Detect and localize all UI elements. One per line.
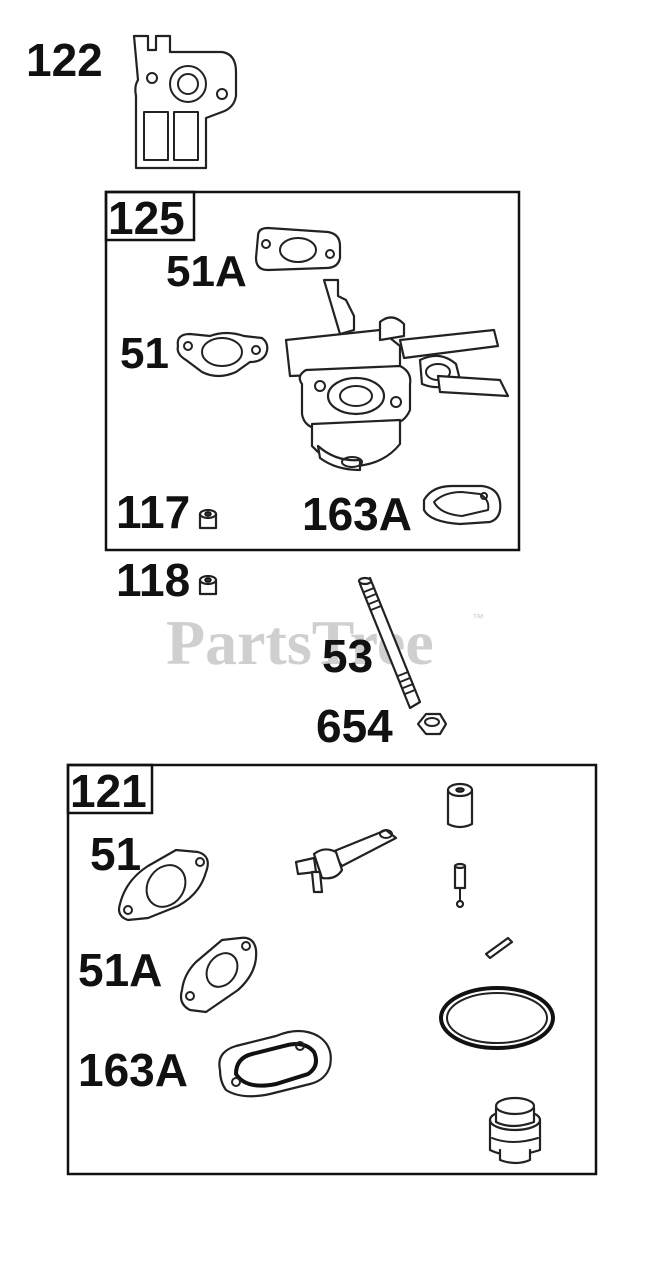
stud-53-part[interactable]	[357, 576, 422, 710]
label-117[interactable]: 117	[116, 486, 190, 538]
gasket-51A-bottom-part[interactable]	[179, 936, 258, 1014]
gasket-51-bottom-part[interactable]	[117, 848, 209, 922]
choke-lever-part[interactable]	[294, 828, 398, 894]
gasket-51A-top-part[interactable]	[254, 226, 342, 272]
kit-121-label-box	[66, 763, 154, 815]
gasket-163A-top-part[interactable]	[422, 484, 502, 526]
label-118[interactable]: 118	[116, 554, 190, 606]
label-51A-bottom[interactable]: 51A	[78, 944, 162, 996]
label-163A-top[interactable]: 163A	[302, 488, 412, 540]
label-122[interactable]: 122	[26, 34, 103, 86]
bracket-122-part[interactable]	[132, 34, 238, 170]
label-121[interactable]: 121	[70, 765, 147, 817]
label-163A-bottom[interactable]: 163A	[78, 1044, 188, 1096]
gasket-163A-bottom-part[interactable]	[218, 1029, 332, 1098]
bowl-o-ring-part[interactable]	[439, 986, 555, 1050]
gasket-51-top-part[interactable]	[176, 331, 269, 378]
jet-117-part[interactable]	[198, 508, 218, 530]
float-cap-part[interactable]	[446, 782, 474, 829]
watermark-trademark: ™	[472, 611, 484, 625]
label-654[interactable]: 654	[316, 700, 393, 752]
float-pin-part[interactable]	[484, 936, 514, 960]
bowl-nut-part[interactable]	[488, 1096, 542, 1165]
label-51A-top[interactable]: 51A	[166, 247, 247, 296]
jet-118-part[interactable]	[198, 574, 218, 596]
kit-125-box	[104, 190, 521, 552]
needle-valve-part[interactable]	[453, 862, 467, 909]
kit-125-label-box	[104, 190, 196, 242]
kit-121-box	[66, 763, 598, 1176]
carburetor-assembly-part[interactable]	[284, 278, 510, 472]
label-125[interactable]: 125	[108, 192, 185, 244]
nut-654-part[interactable]	[416, 712, 448, 736]
label-51-top[interactable]: 51	[120, 329, 169, 378]
label-51-bottom[interactable]: 51	[90, 828, 141, 880]
label-53[interactable]: 53	[322, 630, 373, 682]
